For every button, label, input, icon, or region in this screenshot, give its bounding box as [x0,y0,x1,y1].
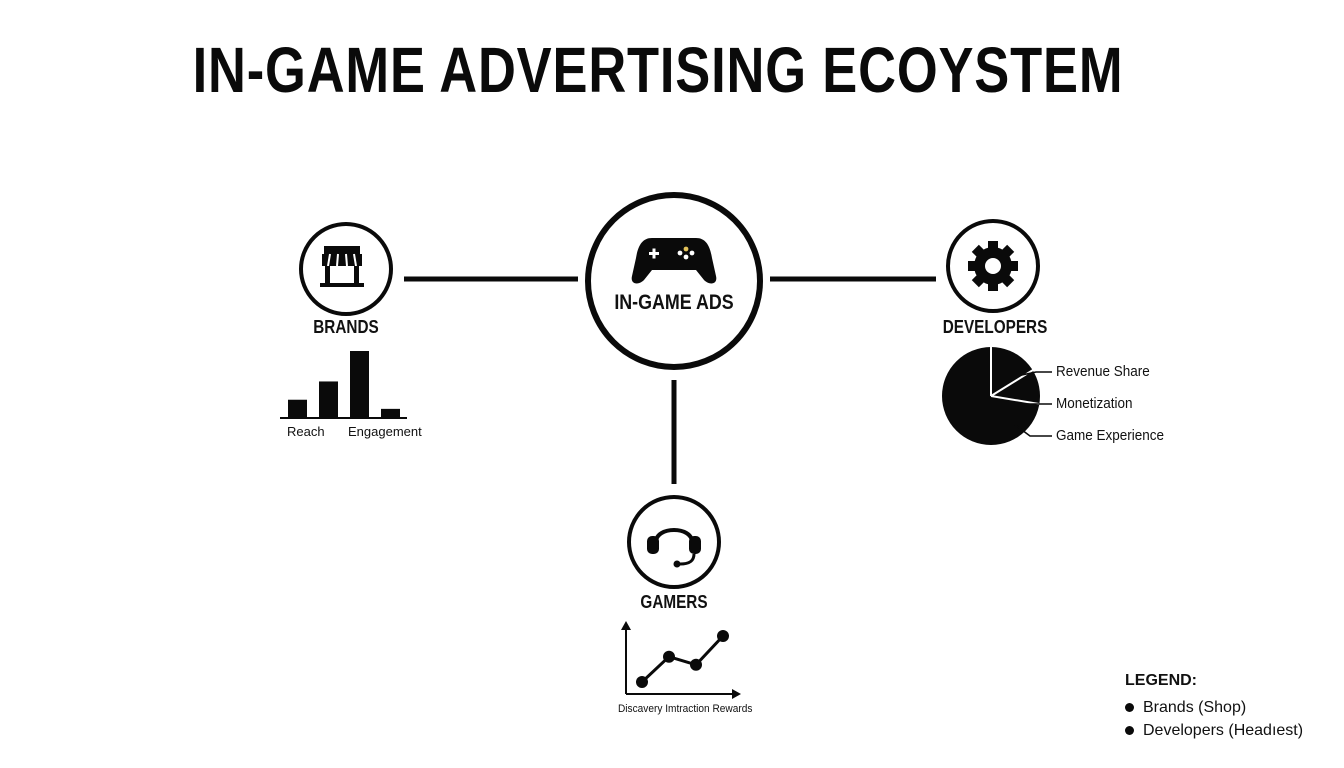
legend-item-label: Developers (Headıest) [1143,721,1304,739]
line-xlabel: Discavery Imtraction Rewards [618,703,753,715]
line-point-3 [717,630,729,642]
line-series [640,634,725,684]
legend-item-brands: Brands (Shop) [1125,696,1303,719]
pie-label-monetization: Monetization [1056,395,1133,412]
line-point-0 [636,676,648,688]
legend-title: LEGEND: [1125,672,1197,689]
legend-dot [1125,726,1134,735]
pie-label-game-experience: Game Experience [1056,427,1165,444]
legend: LEGEND: Brands (Shop) Developers (Headıe… [1125,672,1303,742]
pie-leader-1 [1016,371,1052,377]
line-point-1 [663,650,675,663]
gamers-label: GAMERS [640,592,708,612]
legend-item-developers: Developers (Headıest) [1125,719,1303,742]
pie-leader-3 [1013,423,1052,437]
center-node [585,192,763,370]
pie-label-revenue-share: Revenue Share [1056,363,1150,380]
bar-xlabel-reach: Reach [287,424,325,439]
line-point-2 [690,658,702,671]
bar-xlabel-engagement: Engagement [348,424,422,439]
gamers-node [627,495,721,589]
developers-label: DEVELOPERS [942,317,1048,337]
page-title: IN-GAME ADVERTISING ECOYSTEM [192,34,1124,106]
line-y-arrow [621,621,631,630]
pie-divider-3 [990,395,1040,405]
line-x-arrow [732,689,741,699]
brands-label: BRANDS [313,317,379,337]
legend-dot [1125,703,1134,712]
legend-item-label: Brands (Shop) [1143,698,1247,716]
center-label: IN-GAME ADS [614,291,734,314]
bar-0 [288,399,307,418]
bar-1 [319,381,338,418]
brands-node [299,222,393,316]
bar-2 [350,351,369,418]
bar-3 [381,408,400,418]
